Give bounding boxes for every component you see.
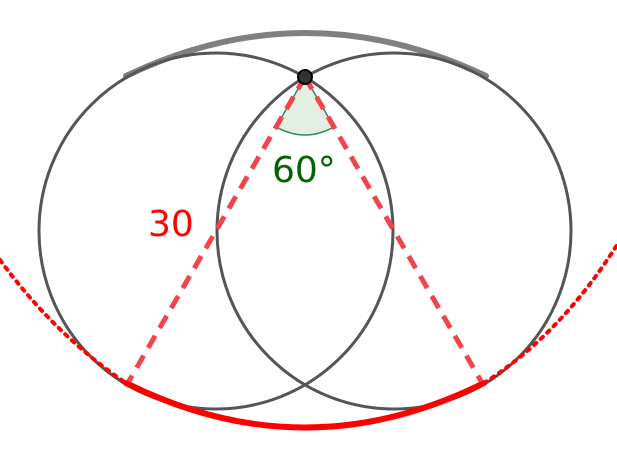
apex-point xyxy=(297,69,313,85)
red-arc-solid xyxy=(123,380,487,431)
angle-label: 60° xyxy=(272,150,336,191)
radius-label: 30 xyxy=(148,204,194,245)
radius-line-left xyxy=(126,75,308,383)
angle-wedge xyxy=(274,75,336,136)
red-arc-dotted-right xyxy=(482,243,617,385)
left-circle xyxy=(37,51,395,411)
radius-line-right xyxy=(302,75,484,383)
right-circle xyxy=(215,51,573,411)
red-arc-dotted-left xyxy=(0,258,128,385)
outer-top-arc xyxy=(123,30,489,79)
